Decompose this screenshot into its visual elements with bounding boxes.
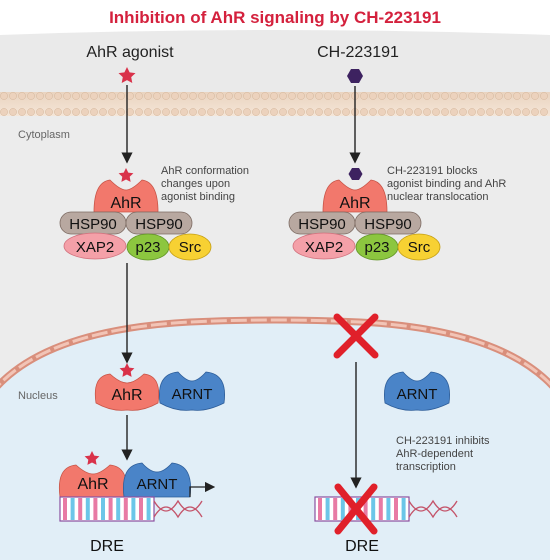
svg-text:p23: p23 [364,239,389,256]
dna-agonist-star-icon [84,451,100,465]
src-protein [397,233,441,261]
xap2-protein [63,232,127,260]
hsp90-protein [125,211,193,235]
ahr-protein [94,373,160,411]
svg-text:AhR: AhR [77,476,108,493]
right-dna-strand [314,496,458,522]
svg-text:XAP2: XAP2 [305,239,343,256]
transcription-block-cross-icon [334,483,378,535]
ch223191-hexagon-icon [347,69,363,83]
right-arnt-label: ARNT [397,386,438,403]
ahr-protein [93,179,159,213]
cytoplasm-label: Cytoplasm [18,129,70,141]
svg-text:XAP2: XAP2 [76,239,114,256]
svg-text:HSP90: HSP90 [364,216,412,233]
svg-text:HSP90: HSP90 [135,216,183,233]
left-dna-strand [59,496,203,522]
right-ahr-complex: AhR HSP90 HSP90 XAP2 p23 Src [288,179,441,261]
bound-agonist-star-icon [118,168,134,182]
svg-text:ARNT: ARNT [172,386,213,403]
src-protein [168,233,212,261]
nucleus-label: Nucleus [18,390,58,402]
xap2-protein [292,232,356,260]
nuclear-envelope-inner [0,318,550,386]
svg-text:AhR: AhR [339,195,370,212]
right-note-1: CH-223191 blocks agonist binding and AhR… [387,165,509,203]
extracellular-band [0,30,550,96]
arnt-protein [123,462,191,498]
nuclear-agonist-star-icon [119,363,135,377]
transcription-arrow-icon [189,481,216,497]
svg-text:HSP90: HSP90 [69,216,117,233]
bound-ch223191-hexagon-icon [348,168,363,180]
svg-text:AhR: AhR [111,387,142,404]
agonist-star-icon [118,67,136,83]
translocation-block-cross-icon [333,313,379,359]
svg-text:ARNT: ARNT [137,476,178,493]
arnt-protein [159,371,225,411]
ahr-protein [58,464,128,498]
left-note: AhR conformation changes upon agonist bi… [161,165,252,203]
left-dre-label: DRE [90,538,124,555]
svg-text:Src: Src [179,239,202,256]
ahr-protein [322,179,388,213]
left-ahr-complex: AhR HSP90 HSP90 XAP2 p23 Src [59,179,212,261]
svg-text:AhR: AhR [110,195,141,212]
svg-text:Src: Src [408,239,431,256]
diagram-title: Inhibition of AhR signaling by CH-223191 [109,8,441,27]
left-nuclear-complex: AhR ARNT [94,371,225,411]
cell-membrane [0,92,550,116]
right-note-2: CH-223191 inhibits AhR-dependent transcr… [396,435,493,473]
svg-text:HSP90: HSP90 [298,216,346,233]
svg-text:p23: p23 [135,239,160,256]
right-dre-label: DRE [345,538,379,555]
left-dna-complex: AhR ARNT [58,462,191,498]
hsp90-protein [354,211,422,235]
left-heading: AhR agonist [86,44,174,61]
right-heading: CH-223191 [317,44,399,61]
arnt-protein [384,371,450,411]
